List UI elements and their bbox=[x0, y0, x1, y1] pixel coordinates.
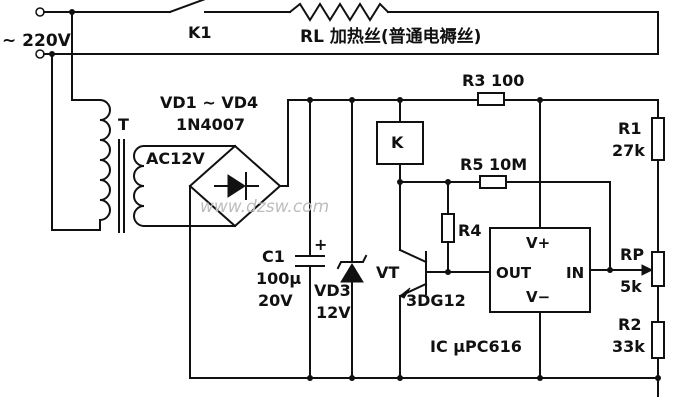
bridge-rectifier bbox=[188, 144, 282, 228]
label-vt-part: 3DG12 bbox=[406, 291, 466, 310]
label-relay-k: K bbox=[391, 133, 404, 152]
capacitor-c1 bbox=[295, 97, 325, 381]
label-rp-value: 5k bbox=[620, 277, 642, 296]
label-k1: K1 bbox=[188, 23, 212, 42]
label-vd3-value: 12V bbox=[316, 303, 351, 322]
label-supply: ~ 220V bbox=[2, 31, 72, 51]
label-ac12v: AC12V bbox=[146, 149, 205, 168]
label-c1-value2: 20V bbox=[258, 291, 293, 310]
label-transformer: T bbox=[118, 115, 129, 134]
resistor-r1 bbox=[651, 117, 665, 161]
label-r2-value: 33k bbox=[612, 337, 645, 356]
label-ic-vplus: V+ bbox=[526, 234, 550, 252]
resistor-r4 bbox=[441, 179, 455, 275]
resistor-r2 bbox=[651, 321, 665, 359]
label-rp-name: RP bbox=[620, 245, 644, 264]
label-bridge-part: 1N4007 bbox=[176, 115, 245, 134]
label-r5: R5 10M bbox=[460, 155, 527, 174]
watermark: www.dzsw.com bbox=[200, 197, 329, 217]
resistor-r3 bbox=[477, 92, 505, 106]
mains-wiring bbox=[35, 7, 659, 231]
resistor-r5-network bbox=[397, 175, 611, 271]
label-ic-name: IC μPC616 bbox=[430, 337, 522, 356]
label-heater: RL 加热丝(普通电褥丝) bbox=[300, 26, 481, 47]
label-r1-value: 27k bbox=[612, 141, 645, 160]
potentiometer-rp bbox=[651, 251, 665, 287]
voltage-divider bbox=[641, 99, 665, 397]
label-r1-name: R1 bbox=[618, 119, 641, 138]
label-r4: R4 bbox=[458, 221, 481, 240]
label-ic-vminus: V− bbox=[526, 288, 550, 306]
zener-vd3 bbox=[336, 97, 368, 381]
label-vd3-name: VD3 bbox=[314, 281, 351, 300]
label-vt: VT bbox=[376, 263, 399, 282]
label-c1-value1: 100μ bbox=[256, 269, 301, 288]
label-r3: R3 100 bbox=[462, 71, 524, 90]
heater-rl-symbol bbox=[288, 2, 659, 22]
supply-terminal-bottom bbox=[35, 49, 45, 59]
label-ic-in: IN bbox=[566, 264, 584, 282]
ic-upc616 bbox=[489, 97, 651, 381]
transformer-t bbox=[98, 98, 146, 233]
transistor-vt bbox=[397, 248, 491, 381]
label-ic-out: OUT bbox=[496, 264, 532, 282]
label-bridge-name: VD1 ~ VD4 bbox=[160, 93, 258, 112]
switch-k1 bbox=[168, 0, 291, 14]
label-r2-name: R2 bbox=[618, 315, 641, 334]
relay-k bbox=[376, 97, 424, 251]
label-c1-name: C1 bbox=[262, 247, 285, 266]
supply-terminal-top bbox=[35, 7, 45, 17]
label-c1-plus: + bbox=[314, 235, 327, 254]
